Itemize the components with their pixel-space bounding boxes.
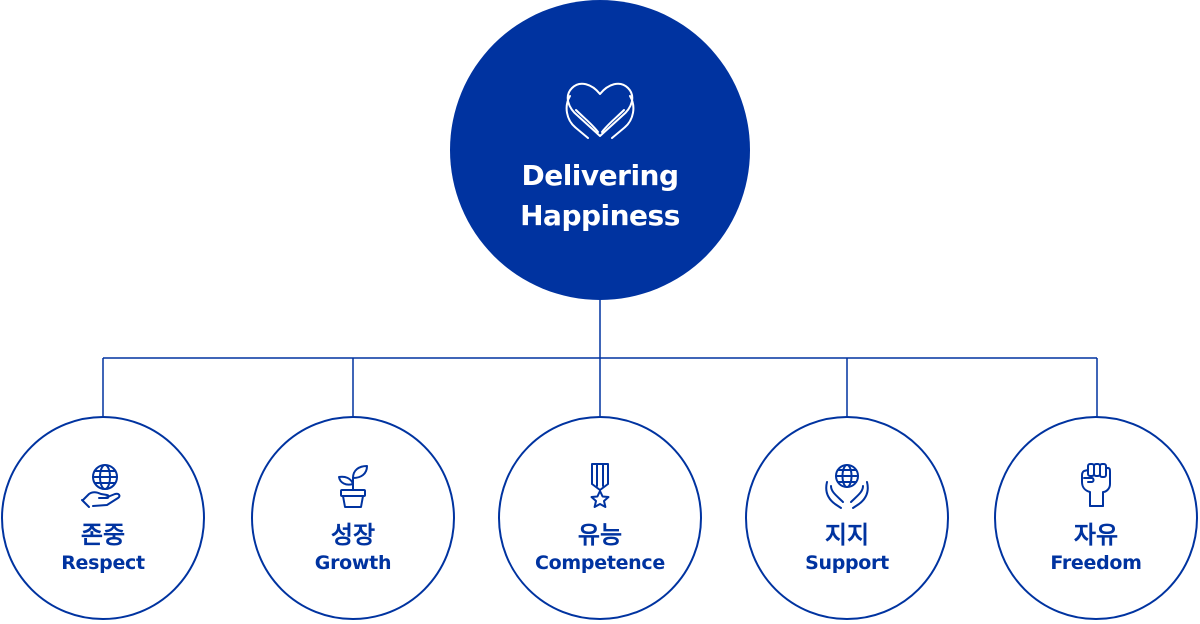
sprout-pot-icon (338, 465, 368, 508)
value-korean-label: 지지 (824, 521, 870, 549)
core-value-circle: Delivering Happiness (450, 0, 750, 300)
value-circle-growth: 성장 Growth (251, 416, 455, 620)
hands-holding-heart-icon (565, 82, 635, 139)
value-korean-label: 유능 (577, 521, 623, 549)
value-english-label: Support (805, 552, 889, 574)
core-value-title-line1: Delivering (521, 159, 679, 192)
core-value-title: Delivering Happiness (520, 156, 680, 236)
value-korean-label: 성장 (330, 521, 376, 549)
value-korean-label: 자유 (1073, 521, 1119, 549)
value-circle-freedom: 자유 Freedom (994, 416, 1198, 620)
value-circle-respect: 존중 Respect (1, 416, 205, 620)
value-circle-competence: 유능 Competence (498, 416, 702, 620)
value-circle-support: 지지 Support (745, 416, 949, 620)
value-english-label: Competence (535, 552, 665, 574)
value-english-label: Freedom (1050, 552, 1142, 574)
value-korean-label: 존중 (80, 521, 126, 549)
value-english-label: Respect (61, 552, 145, 574)
medal-star-icon (590, 463, 610, 508)
hand-holding-globe-icon (81, 464, 121, 508)
raised-fist-icon (1081, 463, 1111, 507)
core-value-title-line2: Happiness (520, 199, 680, 232)
value-english-label: Growth (314, 552, 392, 574)
hands-holding-globe-icon (825, 464, 869, 509)
